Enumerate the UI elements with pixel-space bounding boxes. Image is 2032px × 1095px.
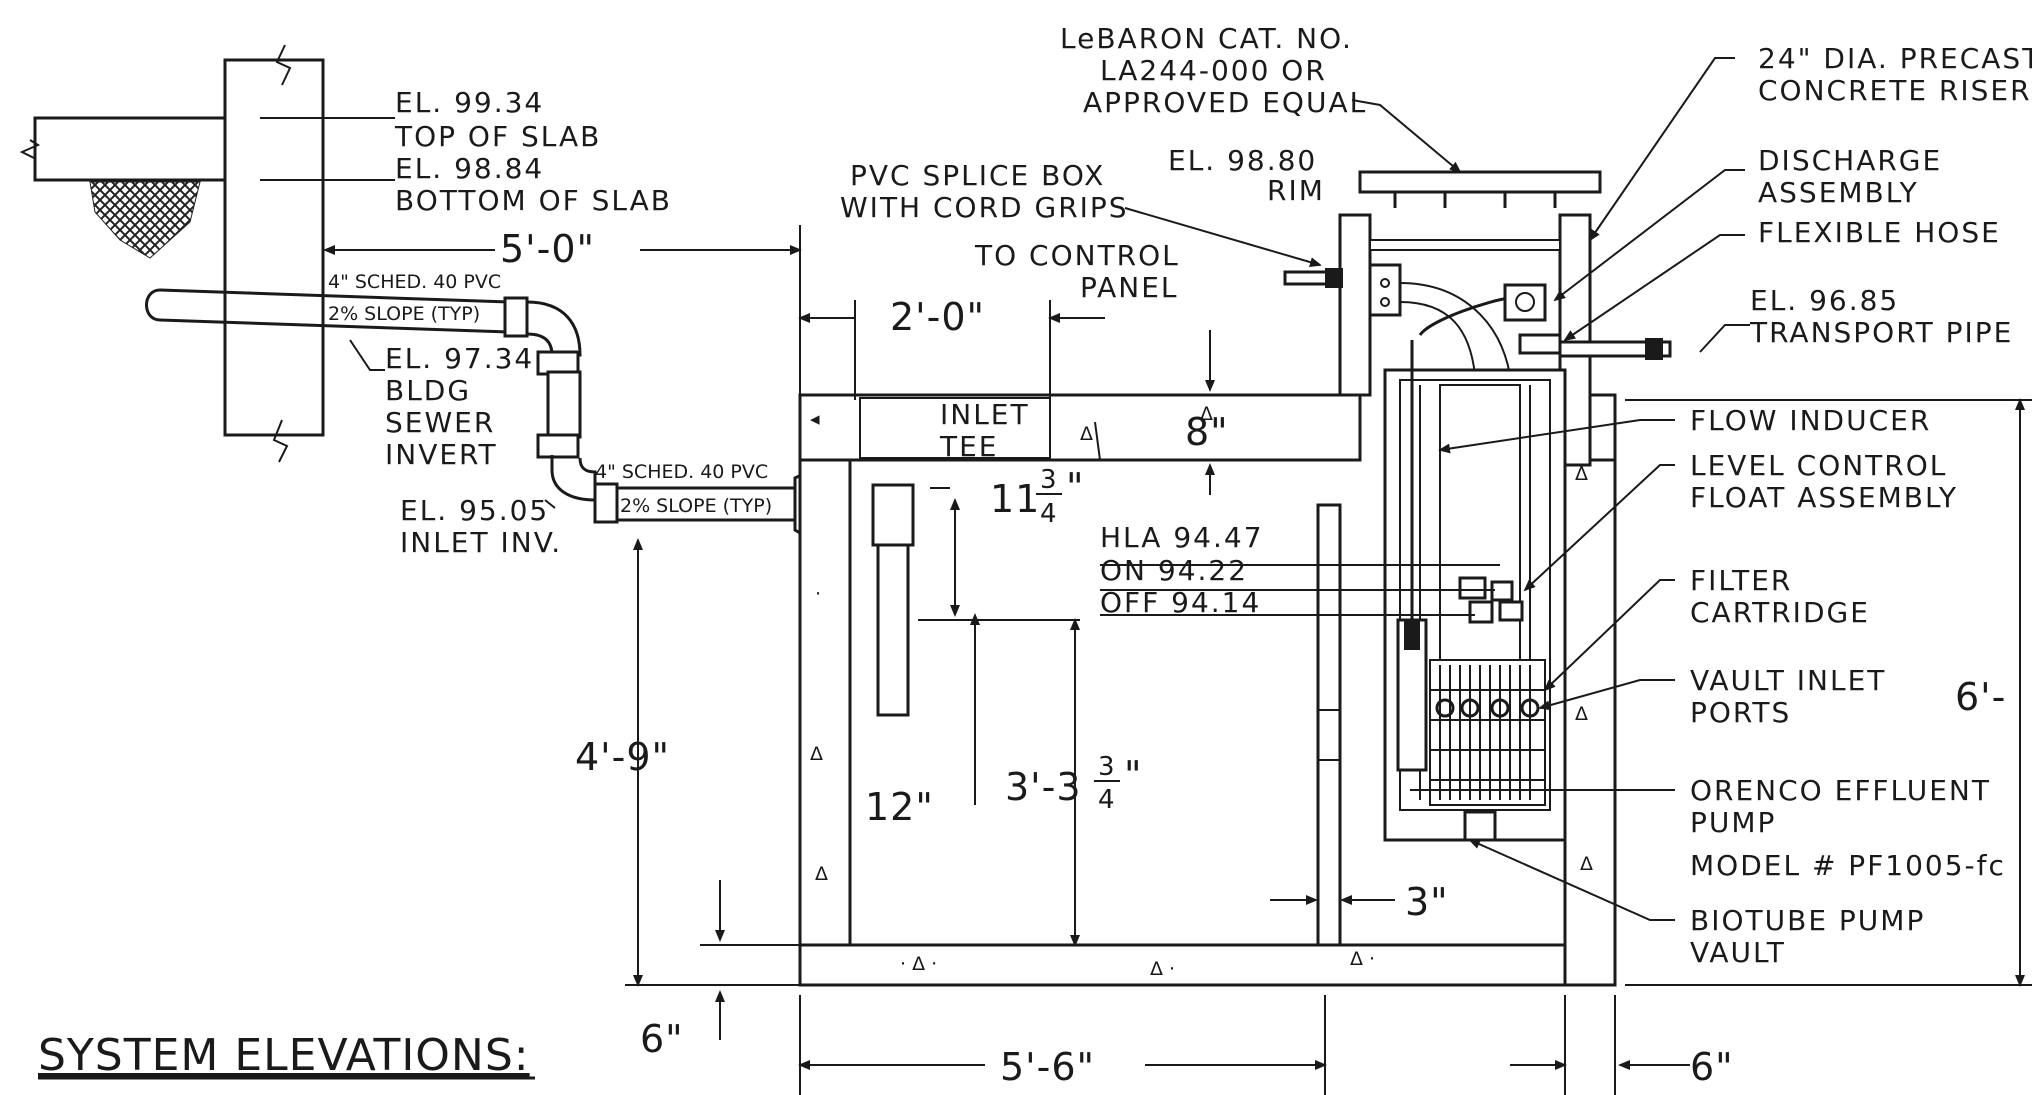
leader-lines — [300, 57, 1750, 921]
dim-12: 12" — [865, 785, 934, 829]
label-to-control: TO CONTROL — [974, 239, 1180, 272]
label-panel: PANEL — [1080, 271, 1178, 304]
dimension-labels: 5'-0" 2'-0" 8" 11 3 4 " 4'-9" 12" 3'-3 3… — [500, 227, 2006, 1089]
label-flow-inducer: FLOW INDUCER — [1690, 404, 1931, 437]
label-el-bottom-slab: EL. 98.84 — [395, 152, 544, 185]
label-el-inlet: EL. 95.05 — [400, 494, 549, 527]
svg-text:◂: ◂ — [810, 408, 820, 430]
dim-3-3-num: 3 — [1098, 752, 1115, 782]
dim-8: 8" — [1185, 410, 1229, 454]
label-slope-lower: 2% SLOPE (TYP) — [620, 495, 772, 517]
svg-text:Δ: Δ — [815, 863, 828, 885]
label-riser-1: 24" DIA. PRECAST — [1758, 42, 2032, 75]
label-discharge-2: ASSEMBLY — [1758, 176, 1919, 209]
splice-box — [1368, 263, 1511, 376]
dimension-lines — [323, 225, 2032, 1095]
label-lebaron-1: LeBARON CAT. NO. — [1060, 22, 1353, 55]
building-wall — [223, 44, 325, 463]
label-inlet-1: INLET — [940, 398, 1030, 431]
label-discharge-1: DISCHARGE — [1758, 144, 1942, 177]
label-biotube-1: BIOTUBE PUMP — [1690, 904, 1925, 937]
label-pipe-upper: 4" SCHED. 40 PVC — [328, 271, 501, 293]
label-pipe-lower: 4" SCHED. 40 PVC — [595, 461, 768, 483]
label-inlet-inv: INLET INV. — [400, 526, 562, 559]
svg-text:Δ: Δ — [1575, 463, 1588, 485]
label-on: ON 94.22 — [1100, 554, 1248, 587]
svg-text:Δ: Δ — [810, 743, 823, 765]
label-pvc-splice-1: PVC SPLICE BOX — [850, 159, 1105, 192]
svg-text:· Δ ·: · Δ · — [900, 953, 937, 975]
svg-text:·: · — [815, 583, 821, 605]
label-el-top-slab: EL. 99.34 — [395, 86, 544, 119]
svg-text:Δ ·: Δ · — [1350, 948, 1375, 970]
control-cable — [1283, 268, 1343, 288]
label-el-transport: EL. 96.85 — [1750, 284, 1899, 317]
label-level-1: LEVEL CONTROL — [1690, 449, 1947, 482]
dim-6-bottom: 6" — [640, 1017, 684, 1061]
label-el-rim: EL. 98.80 — [1168, 144, 1317, 177]
label-off: OFF 94.14 — [1100, 586, 1261, 619]
dim-2-0: 2'-0" — [890, 295, 985, 339]
label-vault-inlet-2: PORTS — [1690, 696, 1791, 729]
label-biotube-2: VAULT — [1690, 936, 1786, 969]
dim-11-num: 3 — [1040, 465, 1057, 495]
annotation-labels: EL. 99.34 TOP OF SLAB EL. 98.84 BOTTOM O… — [328, 22, 2032, 969]
label-flex-hose: FLEXIBLE HOSE — [1758, 216, 2001, 249]
dim-6-right: 6" — [1690, 1045, 1734, 1089]
label-pump-1: ORENCO EFFLUENT — [1690, 774, 1991, 807]
label-bottom-of-slab: BOTTOM OF SLAB — [395, 184, 672, 217]
label-inlet-2: TEE — [939, 430, 999, 463]
label-riser-2: CONCRETE RISER — [1758, 74, 2032, 107]
riser-lid — [1358, 170, 1602, 208]
label-slope-upper: 2% SLOPE (TYP) — [328, 303, 480, 325]
septic-tank: ◂ Δ Δ · Δ Δ · Δ · Δ · Δ · Δ Δ Δ — [798, 393, 1617, 987]
label-filter-2: CARTRIDGE — [1690, 596, 1870, 629]
label-hla: HLA 94.47 — [1100, 521, 1264, 554]
label-filter-1: FILTER — [1690, 564, 1792, 597]
label-sewer: SEWER — [385, 406, 495, 439]
vault-inlet-ports — [1435, 698, 1540, 718]
label-bldg: BLDG — [385, 374, 471, 407]
floor-slab — [19, 116, 227, 182]
transport-pipe — [1558, 338, 1672, 360]
dim-3: 3" — [1405, 880, 1449, 924]
dim-11-unit: " — [1066, 465, 1084, 509]
dim-3-3-unit: " — [1124, 753, 1142, 797]
label-el-sewer: EL. 97.34 — [385, 342, 534, 375]
dim-3-3-whole: 3'-3 — [1005, 765, 1082, 809]
dim-11-den: 4 — [1040, 499, 1057, 529]
drawing-title: SYSTEM ELEVATIONS: — [38, 1030, 530, 1081]
dim-3-3-den: 4 — [1098, 785, 1115, 815]
label-level-2: FLOAT ASSEMBLY — [1690, 481, 1958, 514]
dim-4-9: 4'-9" — [575, 735, 670, 779]
soil-hatch — [89, 181, 201, 259]
filter-cartridge — [1429, 659, 1546, 806]
label-pvc-splice-2: WITH CORD GRIPS — [840, 191, 1129, 224]
discharge-assembly — [1418, 283, 1562, 355]
label-vault-inlet-1: VAULT INLET — [1690, 664, 1886, 697]
label-lebaron-3: APPROVED EQUAL — [1083, 86, 1367, 119]
svg-text:Δ ·: Δ · — [1150, 958, 1175, 980]
dim-6-total: 6'- — [1955, 675, 2006, 719]
dim-5-6: 5'-6" — [1000, 1045, 1095, 1089]
label-rim: RIM — [1267, 174, 1325, 207]
dim-5-0: 5'-0" — [500, 227, 595, 271]
svg-text:Δ: Δ — [1575, 703, 1588, 725]
label-lebaron-2: LA244-000 OR — [1100, 54, 1327, 87]
svg-text:Δ: Δ — [1200, 403, 1213, 425]
label-top-of-slab: TOP OF SLAB — [394, 120, 601, 153]
svg-text:Δ: Δ — [1580, 853, 1593, 875]
label-invert: INVERT — [385, 438, 498, 471]
label-pump-2: PUMP — [1690, 806, 1776, 839]
effluent-pump — [1396, 340, 1428, 772]
label-transport: TRANSPORT PIPE — [1749, 316, 2013, 349]
label-pump-3: MODEL # PF1005-fc — [1690, 849, 2006, 882]
svg-text:Δ: Δ — [1080, 423, 1093, 445]
dim-11-whole: 11 — [990, 477, 1040, 521]
